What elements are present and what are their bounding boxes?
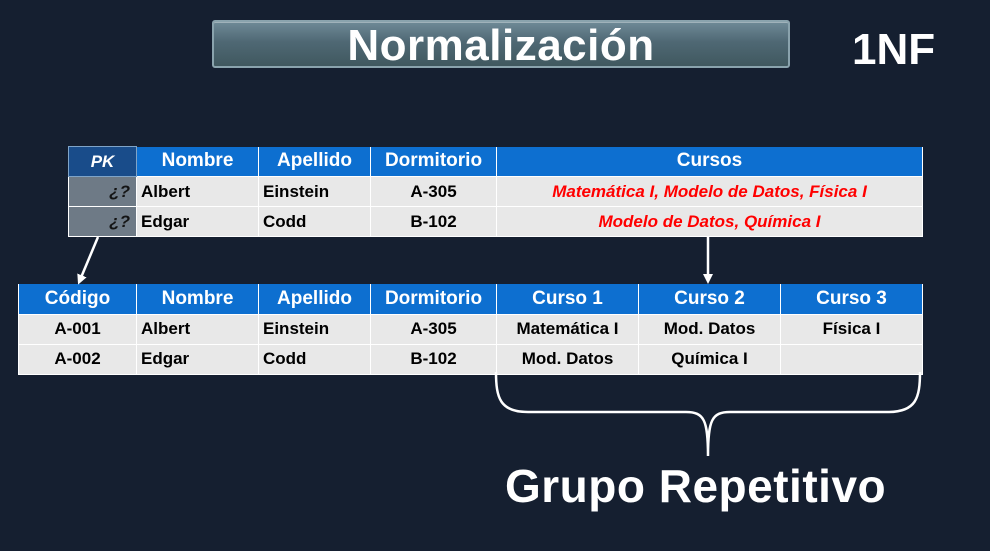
apellido-cell: Einstein xyxy=(258,313,371,345)
repeating-group-caption: Grupo Repetitivo xyxy=(505,460,887,512)
slide-title: Normalización xyxy=(347,21,655,70)
nombre-header: Nombre xyxy=(136,284,259,314)
table-header-row: PK Nombre Apellido Dormitorio Cursos xyxy=(68,146,923,177)
curso3-cell: Física I xyxy=(780,313,923,345)
curso2-cell: Química I xyxy=(638,343,781,375)
normal-form-label: 1NF xyxy=(852,25,936,74)
curso3-header: Curso 3 xyxy=(780,284,923,314)
table-header-row: Código Nombre Apellido Dormitorio Curso … xyxy=(18,284,923,314)
dormitorio-cell: B-102 xyxy=(370,206,497,237)
nombre-cell: Albert xyxy=(136,176,259,207)
repeating-group-brace xyxy=(494,371,922,457)
cursos-cell: Matemática I, Modelo de Datos, Física I xyxy=(496,176,923,207)
curso1-header: Curso 1 xyxy=(496,284,639,314)
pk-to-codigo-arrow xyxy=(77,236,100,285)
cursos-cell: Modelo de Datos, Química I xyxy=(496,206,923,237)
first-normal-form-table: Código Nombre Apellido Dormitorio Curso … xyxy=(18,284,923,375)
table-row: A-002 Edgar Codd B-102 Mod. Datos Químic… xyxy=(18,343,923,375)
curso1-cell: Mod. Datos xyxy=(496,343,639,375)
curso2-header: Curso 2 xyxy=(638,284,781,314)
nombre-header: Nombre xyxy=(136,146,259,177)
codigo-cell: A-002 xyxy=(18,343,137,375)
codigo-header: Código xyxy=(18,284,137,314)
apellido-header: Apellido xyxy=(258,284,371,314)
title-banner xyxy=(212,20,790,68)
dormitorio-header: Dormitorio xyxy=(370,146,497,177)
pk-cell: ¿? xyxy=(68,176,137,207)
pk-cell: ¿? xyxy=(68,206,137,237)
original-table: PK Nombre Apellido Dormitorio Cursos ¿? … xyxy=(68,146,923,237)
curso3-cell xyxy=(780,343,923,375)
dormitorio-cell: B-102 xyxy=(370,343,497,375)
table-row: A-001 Albert Einstein A-305 Matemática I… xyxy=(18,313,923,345)
apellido-header: Apellido xyxy=(258,146,371,177)
nombre-cell: Edgar xyxy=(136,343,259,375)
table-row: ¿? Edgar Codd B-102 Modelo de Datos, Quí… xyxy=(68,206,923,237)
nombre-cell: Edgar xyxy=(136,206,259,237)
cursos-header: Cursos xyxy=(496,146,923,177)
dormitorio-cell: A-305 xyxy=(370,313,497,345)
apellido-cell: Codd xyxy=(258,343,371,375)
